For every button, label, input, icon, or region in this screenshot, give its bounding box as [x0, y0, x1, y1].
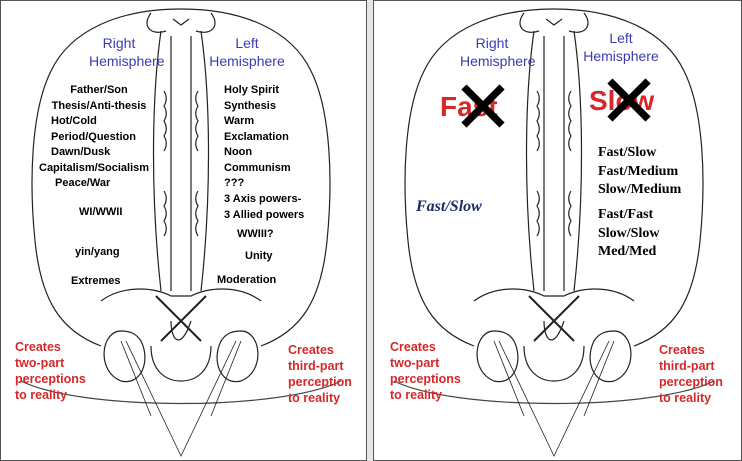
left-ww3-label: WWIII? [237, 228, 274, 240]
crossed-word-slow: Slow [589, 85, 655, 116]
left-hemisphere-title: Left Hemisphere [583, 30, 659, 64]
left-axis-label: 3 Axis powers- 3 Allied powers [224, 193, 305, 221]
crossed-word-fast: Fast [440, 91, 498, 122]
brain-panel-right: Right Hemisphere Left Hemisphere Fast ✕ … [373, 0, 742, 461]
brain-illustration-left [20, 8, 342, 457]
x-mark-icon: ✕ [452, 66, 515, 149]
brain-illustration-right [393, 8, 715, 457]
right-pair-label: Fast/Slow [416, 198, 482, 215]
right-hemisphere-list: Father/Son Thesis/Anti-thesis Hot/Cold P… [39, 84, 150, 189]
left-caption: Creates third-part perception to reality [659, 343, 723, 405]
panel-divider [367, 0, 373, 461]
right-caption: Creates two-part perceptions to reality [15, 340, 86, 402]
left-caption: Creates third-part perception to reality [288, 343, 352, 405]
left-hemisphere-list: Holy Spirit Synthesis Warm Exclamation N… [224, 84, 291, 189]
left-hemisphere-title: Left Hemisphere [209, 35, 285, 69]
right-extremes-label: Extremes [71, 275, 121, 287]
right-hemisphere-title: Right Hemisphere [460, 35, 536, 69]
x-mark-icon: ✕ [598, 60, 661, 143]
right-wars-label: WI/WWII [79, 206, 123, 218]
left-unity-label: Unity [245, 250, 273, 262]
right-hemisphere-title: Right Hemisphere [89, 35, 165, 69]
brain-panel-left: Right Hemisphere Left Hemisphere Father/… [0, 0, 367, 461]
right-caption: Creates two-part perceptions to reality [390, 340, 461, 402]
left-moderation-label: Moderation [217, 274, 277, 286]
right-yinyang-label: yin/yang [75, 246, 120, 258]
left-group-2: Fast/Fast Slow/Slow Med/Med [598, 207, 660, 259]
left-group-1: Fast/Slow Fast/Medium Slow/Medium [598, 145, 682, 197]
